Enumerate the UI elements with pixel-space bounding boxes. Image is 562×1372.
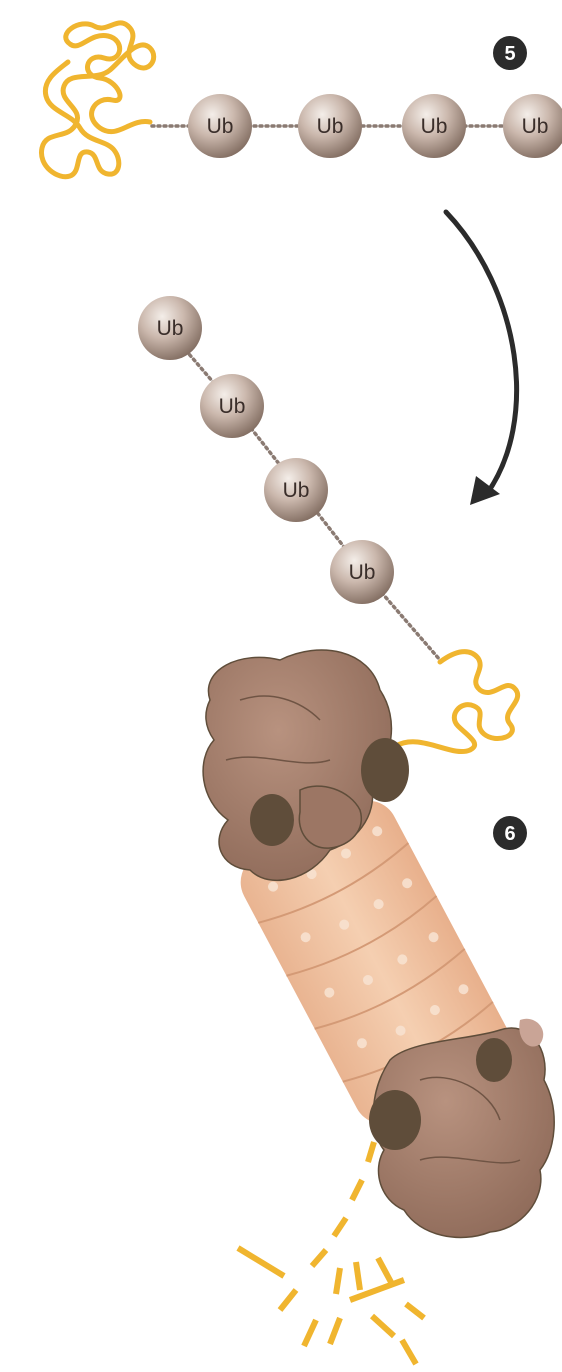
transition-arrow <box>446 212 517 495</box>
ubiquitin-chain-top: Ub Ub Ub Ub <box>152 94 562 158</box>
step-6-label: 6 <box>504 823 515 845</box>
step-5-marker: 5 <box>493 36 527 70</box>
ubiquitin-label: Ub <box>421 115 448 138</box>
ubiquitin-label: Ub <box>157 317 184 340</box>
ubiquitin-sphere: Ub <box>402 94 466 158</box>
ubiquitin-label: Ub <box>283 479 310 502</box>
ubiquitin-sphere: Ub <box>138 296 202 360</box>
step-5-label: 5 <box>504 43 515 65</box>
ubiquitin-chain-released: Ub Ub Ub Ub <box>138 296 440 660</box>
ubiquitin-label: Ub <box>207 115 234 138</box>
ubiquitin-label: Ub <box>522 115 549 138</box>
ubiquitin-sphere: Ub <box>188 94 252 158</box>
ubiquitin-sphere: Ub <box>298 94 362 158</box>
ubiquitin-sphere: Ub <box>503 94 562 158</box>
ubiquitin-label: Ub <box>317 115 344 138</box>
ubiquitin-sphere: Ub <box>330 540 394 604</box>
ubiquitin-sphere: Ub <box>264 458 328 522</box>
ubiquitin-sphere: Ub <box>200 374 264 438</box>
ubiquitin-label: Ub <box>349 561 376 584</box>
ubiquitin-label: Ub <box>219 395 246 418</box>
step-6-marker: 6 <box>493 816 527 850</box>
substrate-protein-top <box>41 23 153 177</box>
